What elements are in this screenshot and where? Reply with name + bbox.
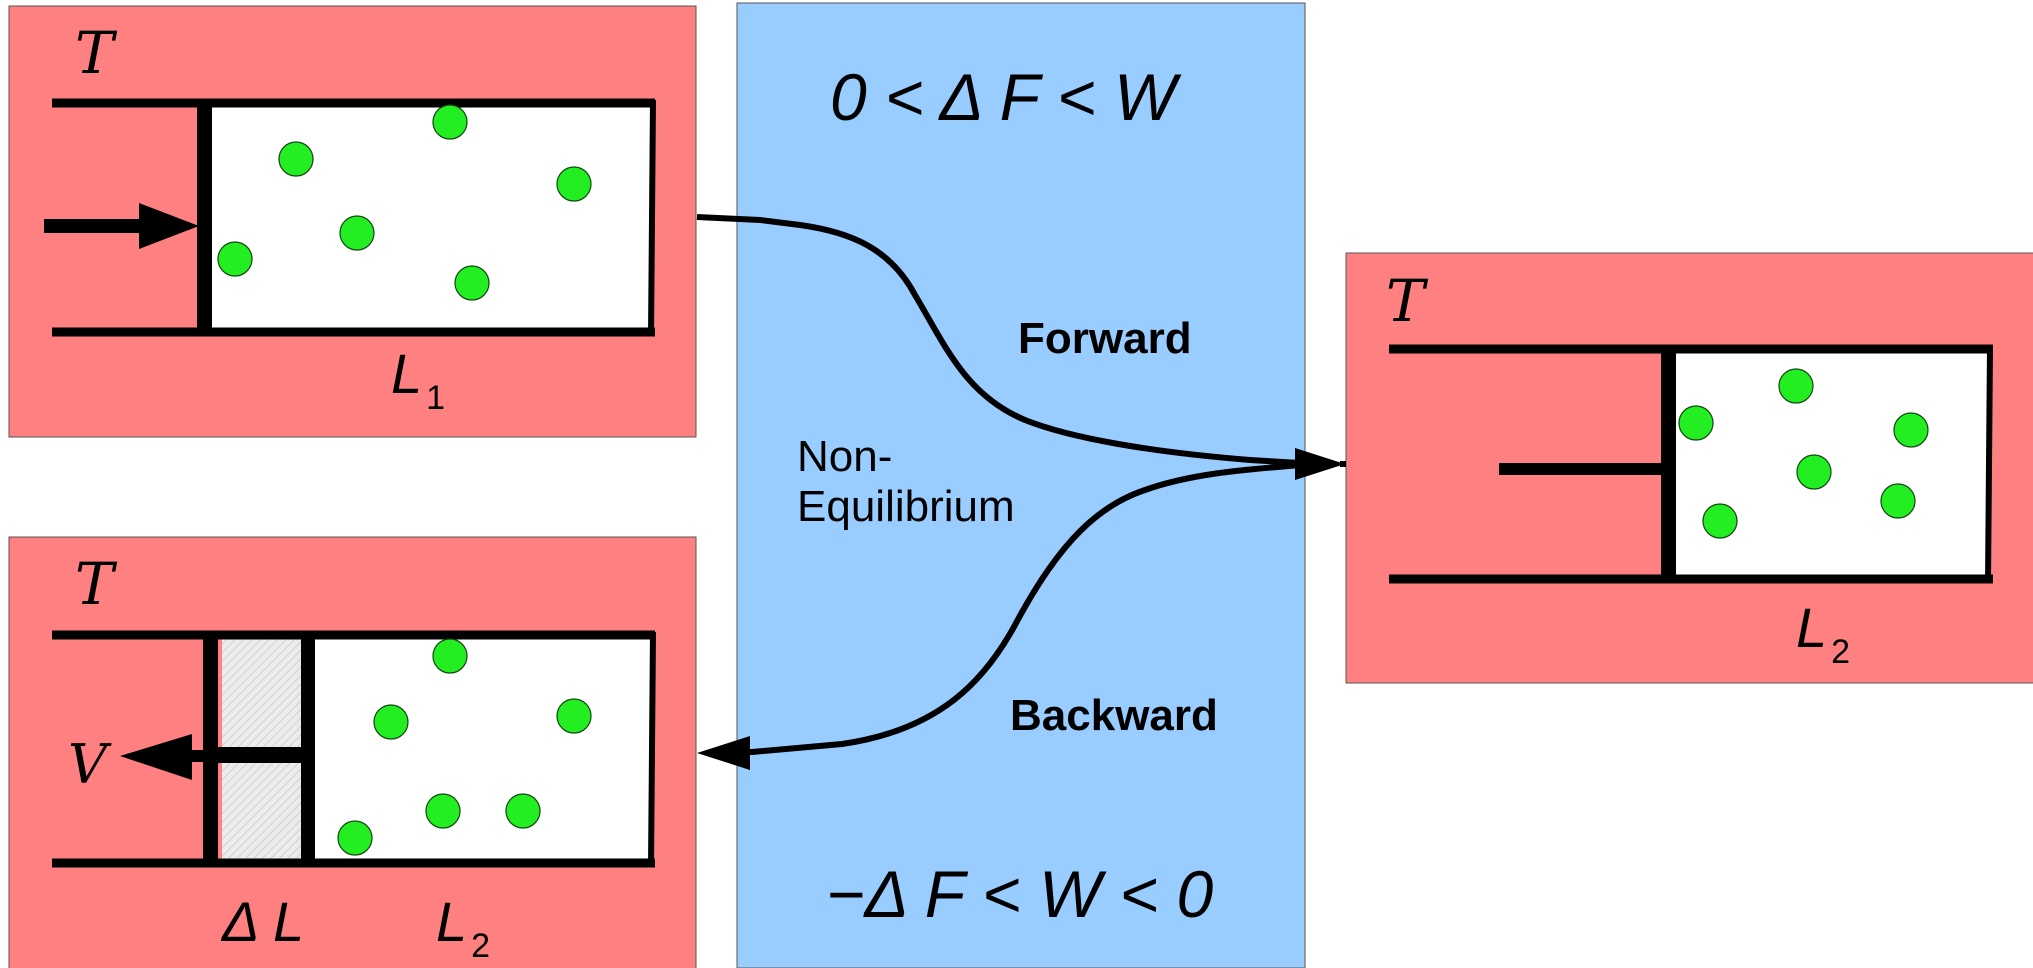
initial-end-wall	[648, 99, 656, 337]
initial-gas-chamber	[207, 103, 653, 332]
gas-particle	[556, 698, 592, 734]
backward-label: Backward	[1010, 691, 1218, 740]
initial-temperature-label: T	[75, 19, 118, 87]
gas-particle	[1678, 405, 1714, 441]
process-label-line1: Non-	[797, 432, 892, 481]
push-arrow-shaft	[44, 219, 154, 233]
final-temperature-label: T	[1386, 267, 1429, 335]
gas-particle	[217, 241, 253, 277]
gas-particle	[1880, 483, 1916, 519]
process-label-line2: Equilibrium	[797, 482, 1015, 531]
reverse-piston	[203, 635, 218, 863]
gas-particle	[432, 104, 468, 140]
velocity-arrow-head	[120, 734, 192, 780]
gas-particle	[373, 704, 409, 740]
gas-particle	[339, 215, 375, 251]
gas-particle	[1893, 412, 1929, 448]
final-piston-rod	[1499, 463, 1663, 475]
gas-particle	[454, 265, 490, 301]
gas-particle	[337, 820, 373, 856]
reverse-temperature-label: T	[75, 550, 118, 618]
gas-particle	[432, 638, 468, 674]
push-arrow-head	[139, 203, 199, 249]
reverse-gas-chamber	[310, 635, 653, 863]
non-equilibrium-panel	[736, 2, 1306, 968]
gas-particle	[1702, 503, 1738, 539]
forward-arrow-head	[1295, 448, 1345, 480]
backward-inequality: −Δ F < W < 0	[826, 857, 1214, 931]
initial-gas-particles	[217, 104, 592, 301]
gas-particle	[505, 793, 541, 829]
final-gas-particles	[1678, 368, 1929, 539]
final-piston	[1661, 349, 1676, 579]
reverse-gas-particles	[337, 638, 592, 856]
final-end-wall	[1985, 345, 1993, 584]
delta-length-label: Δ L	[220, 890, 304, 953]
forward-label: Forward	[1018, 314, 1192, 363]
reverse-end-wall	[648, 631, 656, 868]
velocity-label: V	[68, 733, 112, 796]
spacer-divider	[218, 747, 302, 763]
gas-particle	[556, 166, 592, 202]
backward-process-curve	[742, 462, 1301, 755]
forward-process-curve	[696, 214, 1301, 466]
gas-particle	[278, 141, 314, 177]
backward-arrow-head	[697, 736, 750, 770]
initial-piston	[197, 103, 212, 333]
gas-particle	[1778, 368, 1814, 404]
final-gas-chamber	[1675, 349, 1989, 579]
gas-particle	[425, 793, 461, 829]
forward-inequality: 0 < Δ F < W	[830, 60, 1182, 134]
gas-particle	[1796, 454, 1832, 490]
original-piston-position	[301, 635, 315, 863]
